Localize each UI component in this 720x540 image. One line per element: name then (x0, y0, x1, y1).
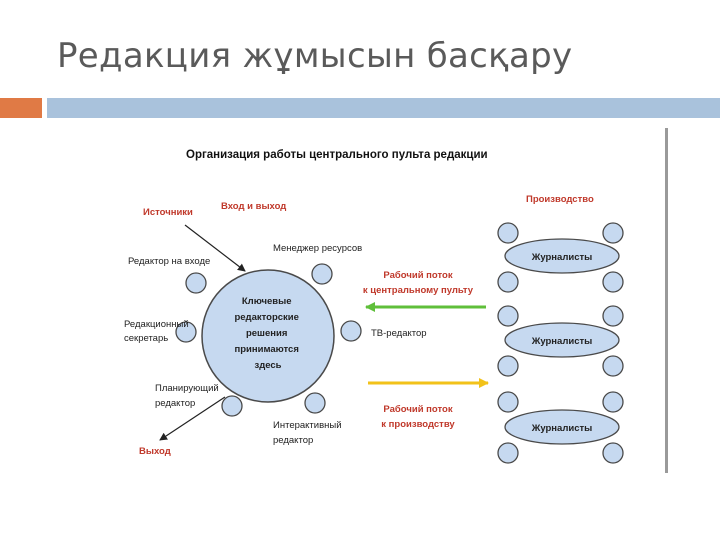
resource-manager-label: Менеджер ресурсов (273, 243, 362, 254)
central-desk-text: Ключевые редакторские решения принимаютс… (234, 296, 301, 371)
slide-title: Редакция жұмысын басқару (57, 36, 573, 76)
title-accent-bar (0, 98, 42, 118)
journalist-node (497, 305, 519, 327)
secretary-label-line2: секретарь (124, 333, 168, 344)
journalists-group-1: Журналисты (497, 222, 624, 293)
diagram-heading: Организация работы центрального пульта р… (186, 149, 488, 161)
journalist-node (602, 355, 624, 377)
journalist-node (602, 305, 624, 327)
interactive-editor-node (304, 392, 326, 414)
center-line-2: редакторские (234, 312, 298, 323)
journalists-label: Журналисты (531, 336, 593, 347)
output-label: Выход (139, 446, 171, 457)
center-line-4: принимаются (234, 344, 298, 355)
tv-editor-label: ТВ-редактор (371, 328, 427, 339)
journalist-node (497, 355, 519, 377)
journalists-group-2: Журналисты (497, 305, 624, 377)
interactive-label-line2: редактор (273, 435, 313, 446)
journalist-node (497, 442, 519, 464)
interactive-label-line1: Интерактивный (273, 420, 342, 431)
right-border-line (665, 128, 668, 473)
flow-out-label-line2: к производству (381, 419, 455, 430)
journalist-node (602, 442, 624, 464)
flow-in-label-line2: к центральному пульту (363, 285, 474, 296)
journalists-ellipse (504, 322, 620, 358)
secretary-node (175, 321, 197, 343)
title-underline-bar (47, 98, 720, 118)
center-line-3: решения (246, 328, 287, 339)
input-output-label: Вход и выход (221, 201, 286, 212)
sources-arrow (184, 224, 246, 272)
input-editor-node (185, 272, 207, 294)
journalists-ellipse (504, 409, 620, 445)
center-line-5: здесь (254, 360, 281, 371)
flow-out-label-line1: Рабочий поток (383, 404, 452, 415)
planning-editor-node (221, 395, 243, 417)
sources-label: Источники (143, 207, 193, 218)
production-label: Производство (526, 194, 594, 205)
journalist-node (602, 391, 624, 413)
planning-label-line1: Планирующий (155, 383, 219, 394)
journalist-node (497, 222, 519, 244)
journalist-node (602, 271, 624, 293)
journalist-node (602, 222, 624, 244)
journalists-label: Журналисты (531, 423, 593, 434)
journalist-node (497, 391, 519, 413)
center-line-1: Ключевые (242, 296, 292, 307)
input-editor-label: Редактор на входе (128, 256, 210, 267)
journalists-ellipse (504, 238, 620, 274)
journalist-node (497, 271, 519, 293)
central-desk-circle (201, 269, 335, 403)
journalists-group-3: Журналисты (497, 391, 624, 464)
planning-label-line2: редактор (155, 398, 195, 409)
journalists-label: Журналисты (531, 252, 593, 263)
secretary-label-line1: Редакционный (124, 319, 189, 330)
resource-manager-node (311, 263, 333, 285)
tv-editor-node (340, 320, 362, 342)
flow-in-label-line1: Рабочий поток (383, 270, 452, 281)
output-arrow (159, 396, 226, 441)
